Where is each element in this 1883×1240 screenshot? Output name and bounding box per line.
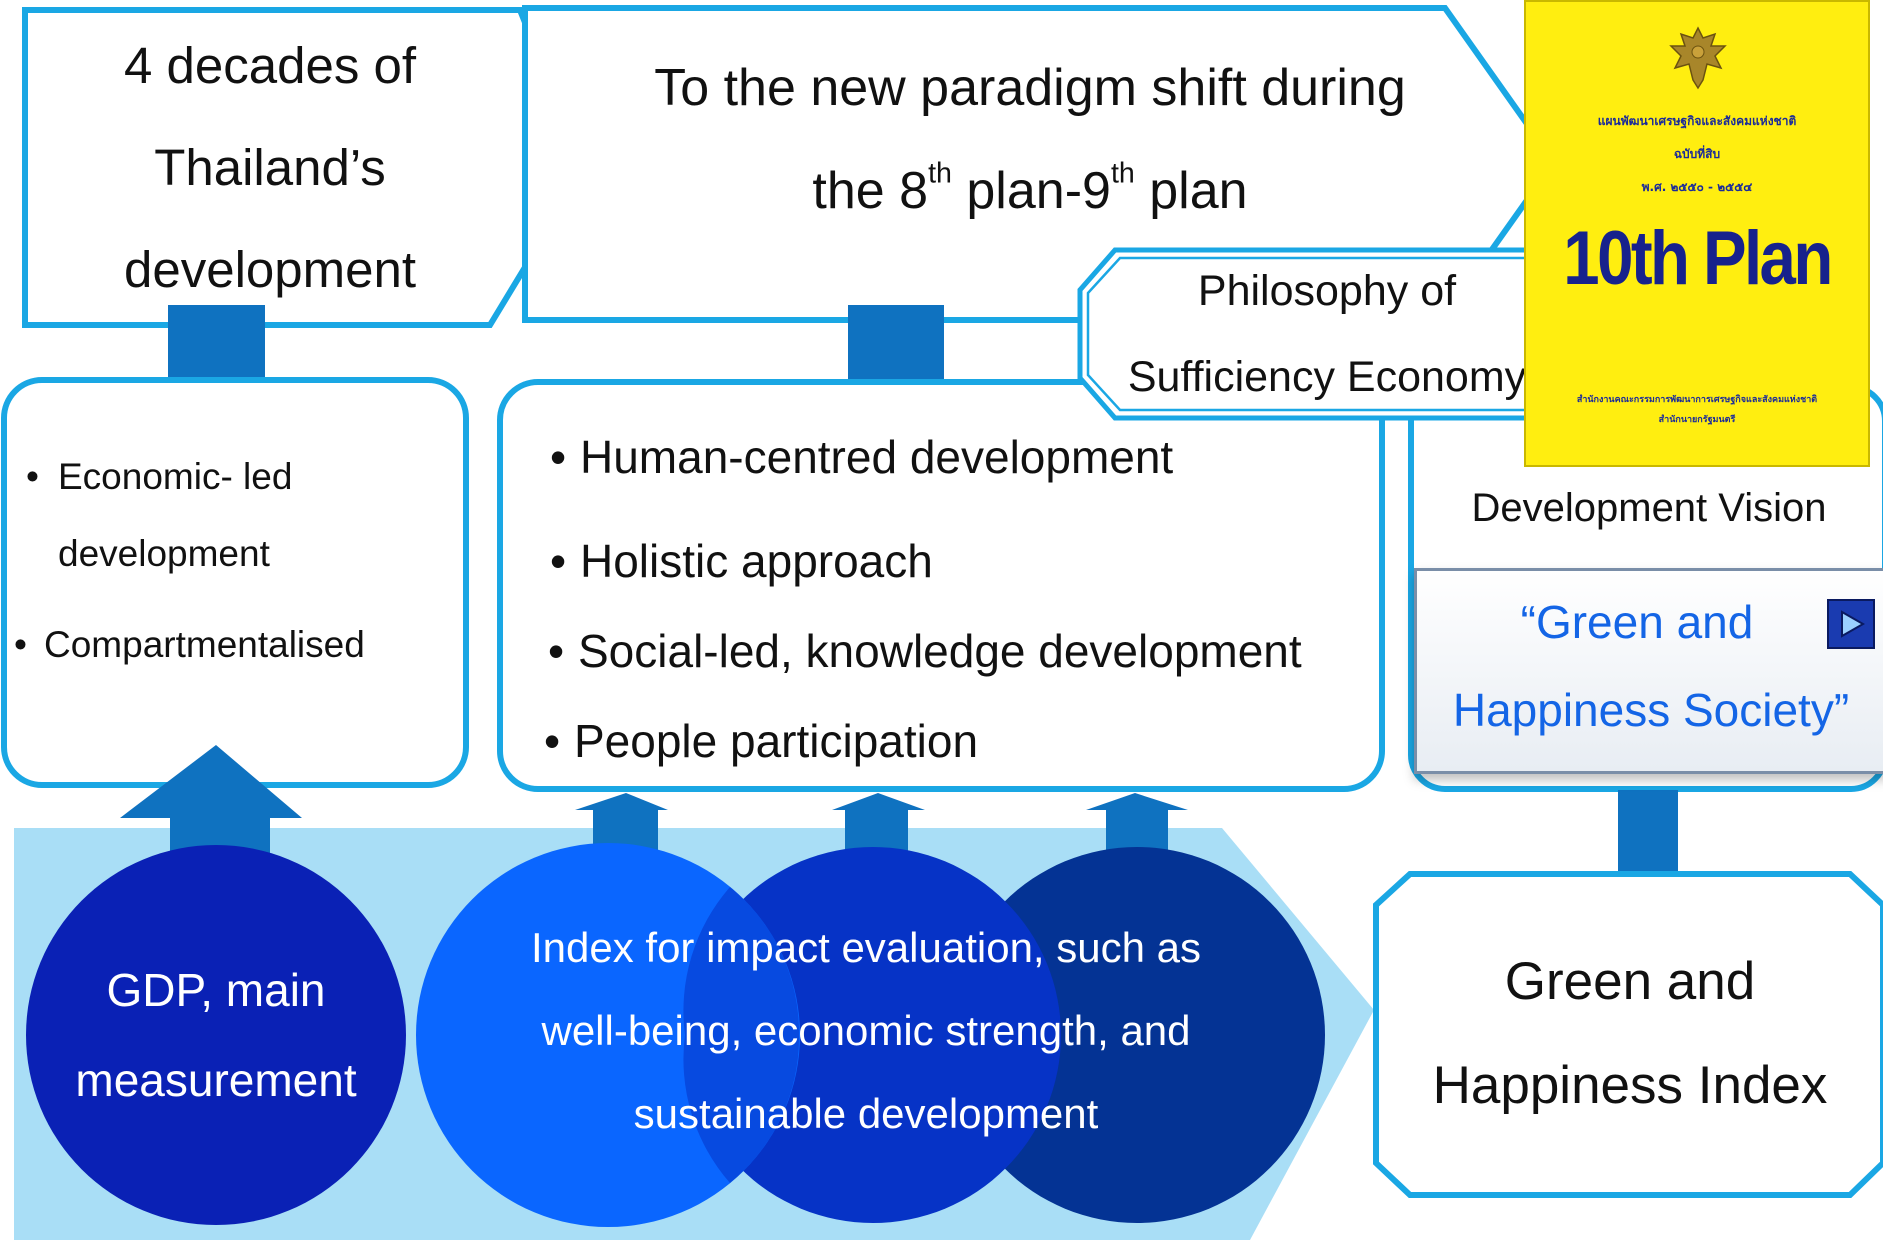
gdp-circle-label: GDP, main measurement: [30, 940, 402, 1130]
index-circle-3: [949, 847, 1325, 1223]
economic-bullet-2: Compartmentalised: [10, 620, 442, 670]
vision-slogan-line-1: “Green and: [1520, 596, 1754, 648]
cover-thai-office: สำนักงานคณะกรรมการพัฒนาการเศรษฐกิจและสัง…: [1576, 395, 1818, 405]
index-circle-overlap: [683, 887, 800, 1183]
four-decades-line-3: development: [123, 241, 417, 298]
philosophy-line-2: Sufficiency Economy: [1127, 353, 1527, 401]
paradigm-shift-arrow-shape: [522, 5, 1558, 323]
human-centred-bullet-list: Human-centred development Holistic appro…: [544, 425, 1376, 773]
philosophy-label: Philosophy of Sufficiency Economy: [1092, 252, 1562, 416]
cover-thai-years: พ.ศ. ๒๕๕๐ - ๒๕๕๔: [1641, 180, 1753, 194]
philosophy-line-1: Philosophy of: [1197, 267, 1457, 315]
four-decades-label: 4 decades of Thailand’s development: [30, 18, 510, 318]
four-decades-line-1: 4 decades of: [123, 37, 417, 94]
ghi-line-1: Green and: [1504, 952, 1756, 1011]
cover-title: 10th Plan: [1563, 216, 1833, 301]
play-icon: [1841, 610, 1866, 638]
vision-slogan-line-2: Happiness Society”: [1452, 684, 1850, 736]
human-bullet-3: Social-led, knowledge development: [544, 619, 1376, 683]
ghi-line-2: Happiness Index: [1432, 1056, 1828, 1115]
paradigm-shift-label: To the new paradigm shift during the 8th…: [560, 40, 1500, 240]
index-circles-label: Index for impact evaluation, such as wel…: [440, 905, 1292, 1155]
human-bullet-4: People participation: [540, 709, 1376, 773]
garuda-emblem-icon: [1669, 26, 1727, 90]
ghi-label: Green and Happiness Index: [1380, 930, 1880, 1138]
gdp-circle: [26, 845, 406, 1225]
cover-thai-edition: ฉบับที่สิบ: [1673, 147, 1721, 161]
cover-thai-title: แผนพัฒนาเศรษฐกิจและสังคมแห่งชาติ: [1597, 114, 1797, 128]
cover-thai-pm: สำนักนายกรัฐมนตรี: [1658, 415, 1736, 425]
gdp-line-2: measurement: [75, 1054, 357, 1106]
economic-bullet-list: Economic- led development Compartmentali…: [14, 438, 442, 670]
four-decades-line-2: Thailand’s: [154, 139, 386, 196]
index-line-2: well-being, economic strength, and: [541, 1006, 1191, 1054]
ghi-box-shape: [1373, 871, 1883, 1198]
paradigm-line-2: the 8th plan-9th plan: [812, 157, 1248, 220]
vision-slogan-panel: “Green and Happiness Society”: [1414, 568, 1883, 774]
paradigm-line-1: To the new paradigm shift during: [654, 59, 1406, 117]
economic-bullet-1: Economic- led development: [22, 438, 442, 592]
human-bullet-1: Human-centred development: [546, 425, 1376, 489]
play-button[interactable]: [1827, 599, 1875, 649]
gdp-line-1: GDP, main: [106, 964, 326, 1016]
index-circle-2: [685, 847, 1061, 1223]
index-line-1: Index for impact evaluation, such as: [530, 923, 1202, 971]
tenth-plan-cover: แผนพัฒนาเศรษฐกิจและสังคมแห่งชาติ ฉบับที่…: [1524, 0, 1870, 467]
vision-connector-bar: [1618, 790, 1678, 874]
human-bullet-2: Holistic approach: [546, 529, 1376, 593]
up-arrow-index-3: [1086, 793, 1188, 860]
index-line-3: sustainable development: [633, 1089, 1099, 1137]
development-vision-label: Development Vision: [1471, 486, 1827, 530]
up-arrow-index-2: [832, 793, 925, 860]
